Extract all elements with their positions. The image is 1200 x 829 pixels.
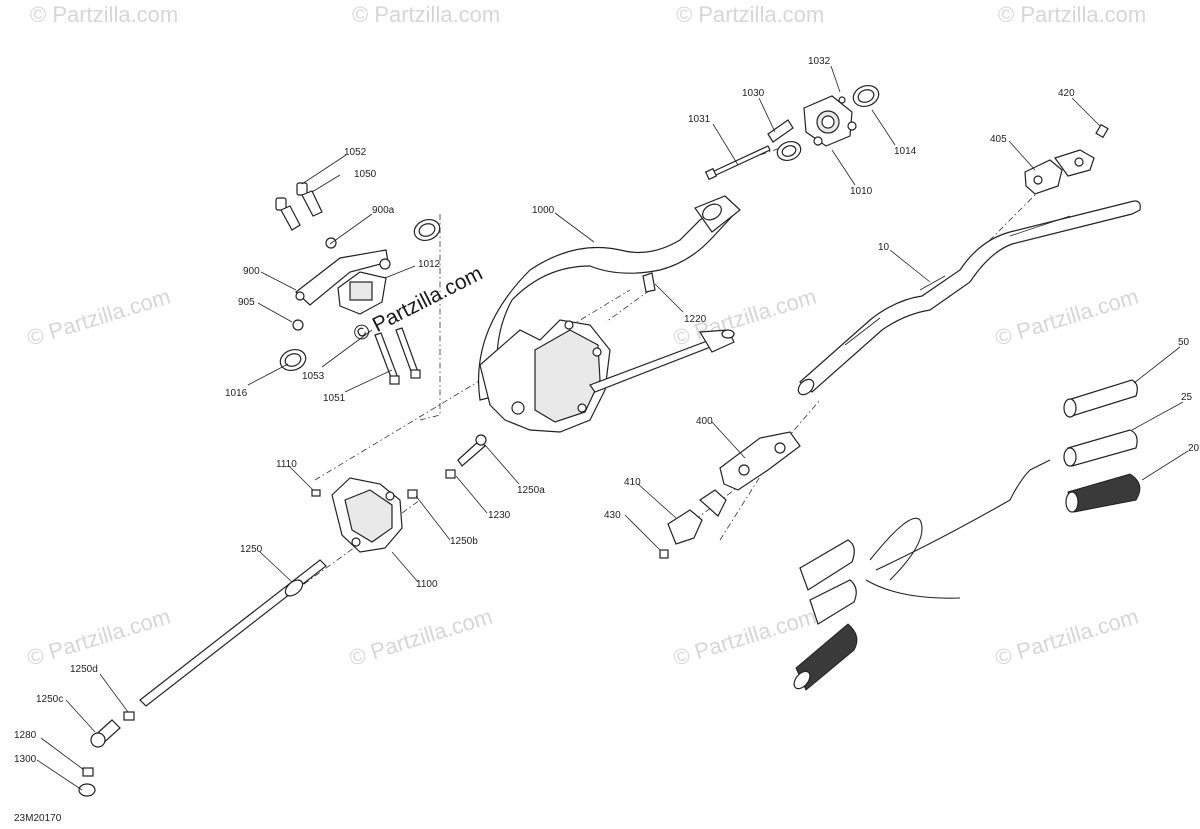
callout-1250b: 1250b [450, 536, 478, 547]
watermark-text: © Partzilla.com [346, 604, 495, 671]
watermark-text: © Partzilla.com [992, 604, 1141, 671]
callout-1280: 1280 [14, 730, 37, 741]
callout-1014: 1014 [894, 146, 917, 157]
diagram-code: 23M20170 [14, 813, 62, 824]
callout-900a: 900a [372, 205, 395, 216]
callout-10: 10 [878, 242, 890, 253]
upper-clamp-assembly [704, 85, 880, 181]
callout-1010: 1010 [850, 186, 873, 197]
callout-1100: 1100 [416, 579, 438, 590]
callout-1031: 1031 [688, 114, 711, 125]
callout-20: 20 [1188, 443, 1200, 454]
leader-lines [36, 65, 1189, 791]
callout-1220: 1220 [684, 314, 707, 325]
watermark-text: © Partzilla.com [352, 2, 500, 27]
watermark-text: © Partzilla.com [998, 2, 1146, 27]
callout-410: 410 [624, 477, 641, 488]
watermark-text: © Partzilla.com [992, 284, 1141, 351]
bracket-1100 [311, 469, 456, 553]
callout-1030: 1030 [742, 88, 765, 99]
watermark-text: © Partzilla.com [676, 2, 824, 27]
callout-1000: 1000 [532, 205, 555, 216]
callout-labels: 1032 1030 1031 1014 1010 420 405 1052 10… [14, 56, 1200, 765]
callout-420: 420 [1058, 88, 1075, 99]
watermark-text: © Partzilla.com [24, 604, 173, 671]
clamp-400 [659, 431, 801, 559]
callout-1110: 1110 [276, 459, 297, 470]
callout-900: 900 [243, 266, 260, 277]
watermark-text: © Partzilla.com [24, 284, 173, 351]
callout-1250: 1250 [240, 544, 263, 555]
callout-1052: 1052 [344, 147, 367, 158]
callout-1053: 1053 [302, 371, 325, 382]
callout-50: 50 [1178, 337, 1190, 348]
callout-1051: 1051 [323, 393, 346, 404]
left-clamp-assembly [275, 182, 441, 385]
shaft-1250 [78, 559, 327, 797]
callout-1250a: 1250a [517, 485, 545, 496]
clamp-405 [1024, 123, 1109, 195]
callout-1300: 1300 [14, 754, 37, 765]
grip-assembly [793, 379, 1141, 691]
callout-400: 400 [696, 416, 713, 427]
callout-1250d: 1250d [70, 664, 98, 675]
callout-1012: 1012 [418, 259, 441, 270]
watermark-text: © Partzilla.com [670, 604, 819, 671]
callout-905: 905 [238, 297, 255, 308]
callout-405: 405 [990, 134, 1007, 145]
callout-1250c: 1250c [36, 694, 63, 705]
handlebar-10 [797, 200, 1141, 396]
callout-1230: 1230 [488, 510, 511, 521]
callout-1050: 1050 [354, 169, 377, 180]
callout-430: 430 [604, 510, 621, 521]
callout-25: 25 [1181, 392, 1193, 403]
callout-1032: 1032 [808, 56, 831, 67]
steering-column-1000 [457, 195, 741, 467]
callout-1016: 1016 [225, 388, 248, 399]
watermark-text: © Partzilla.com [30, 2, 178, 27]
